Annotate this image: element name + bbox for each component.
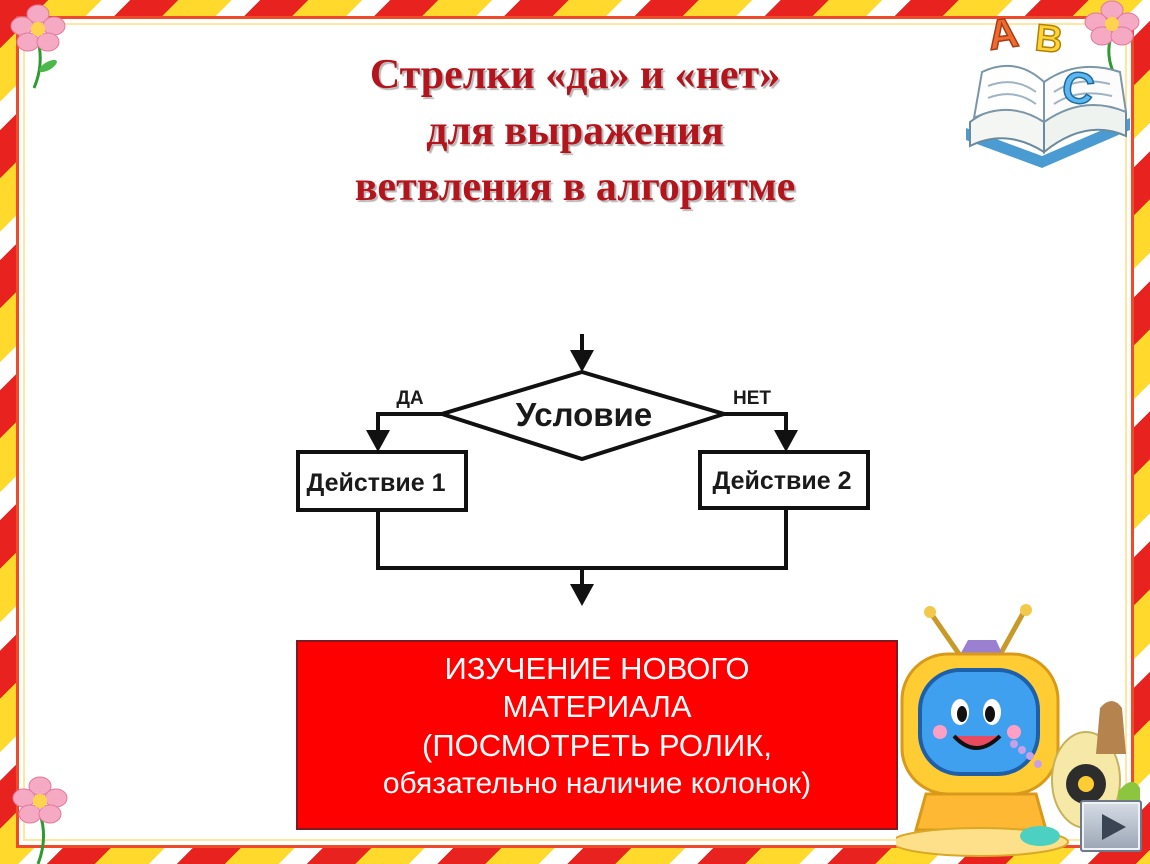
svg-text:B: B <box>1033 17 1065 62</box>
condition-label: Условие <box>516 396 652 433</box>
next-slide-button[interactable] <box>1080 800 1142 852</box>
exit-arrowhead <box>570 584 594 606</box>
merge-line <box>376 508 788 570</box>
svg-text:C: C <box>1058 62 1098 116</box>
action-2-label: Действие 2 <box>712 467 851 495</box>
book-icon: A B C <box>966 7 1130 168</box>
flower-icon <box>10 4 66 89</box>
action-1-box <box>296 450 468 512</box>
next-arrow-icon <box>1102 814 1126 840</box>
action-2-box <box>698 450 870 510</box>
action-1-label: Действие 1 <box>306 469 445 497</box>
study-material-note: ИЗУЧЕНИЕ НОВОГО МАТЕРИАЛА (ПОСМОТРЕТЬ РО… <box>296 640 898 830</box>
note-line-2: МАТЕРИАЛА <box>502 689 692 725</box>
title-line-2: для выражения <box>426 107 724 154</box>
computer-character-icon <box>896 604 1140 857</box>
condition-diamond <box>435 369 731 462</box>
title-line-3: ветвления в алгоритме <box>354 163 796 210</box>
yes-label: ДА <box>396 388 424 409</box>
flower-icon <box>12 776 68 864</box>
entry-arrowhead <box>570 350 594 372</box>
svg-text:A: A <box>985 8 1022 59</box>
no-label: НЕТ <box>733 388 771 409</box>
no-branch-line <box>724 412 788 432</box>
flower-icon <box>1084 0 1140 79</box>
no-arrowhead <box>774 430 798 452</box>
note-line-1: ИЗУЧЕНИЕ НОВОГО <box>444 651 750 686</box>
title-line-1: Стрелки «да» и «нет» <box>369 52 781 98</box>
note-line-3: (ПОСМОТРЕТЬ РОЛИК, <box>422 727 772 763</box>
yes-arrowhead <box>366 430 390 452</box>
slide-title: Стрелки «да» и «нет» для выражения ветвл… <box>210 48 940 216</box>
yes-branch-line <box>376 412 442 432</box>
note-line-4: обязательно наличие колонок) <box>382 767 812 801</box>
